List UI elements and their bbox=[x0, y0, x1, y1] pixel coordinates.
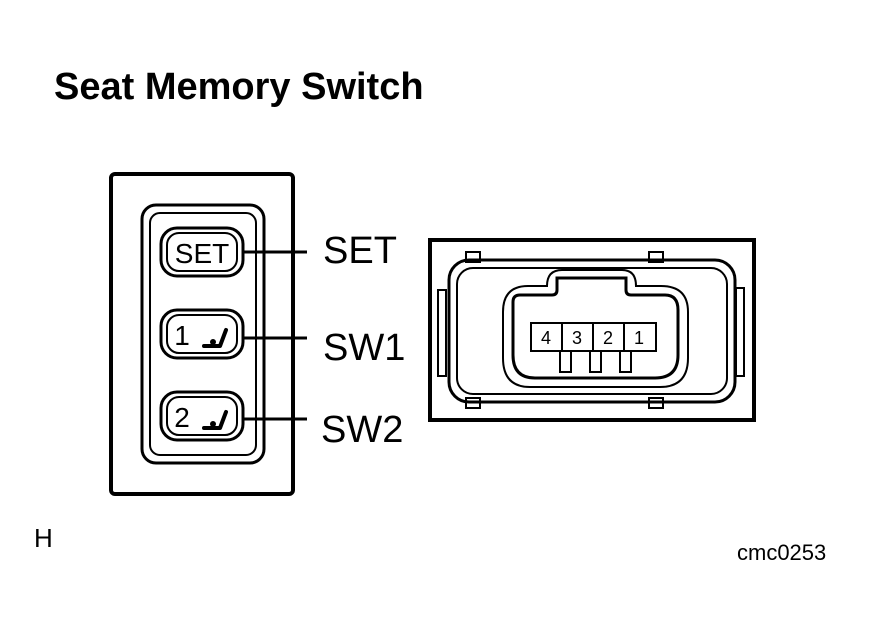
switch-housing bbox=[109, 172, 295, 496]
pin-label: 1 bbox=[634, 328, 644, 348]
sw1-button: 1 bbox=[159, 308, 245, 360]
set-callout: SET bbox=[323, 230, 397, 272]
set-button: SET bbox=[159, 226, 245, 278]
corner-code-left: H bbox=[34, 523, 53, 553]
sw2-button: 2 bbox=[159, 390, 245, 442]
pin-label: 3 bbox=[572, 328, 582, 348]
sw2-callout: SW2 bbox=[321, 409, 403, 451]
seat-icon bbox=[202, 328, 228, 348]
diagram-title: Seat Memory Switch bbox=[54, 66, 424, 108]
figure-code: cmc0253 bbox=[737, 540, 827, 565]
pin-label: 4 bbox=[541, 328, 551, 348]
seat-icon bbox=[202, 410, 228, 430]
sw1-callout: SW1 bbox=[323, 327, 405, 369]
sw2-button-label: 2 bbox=[174, 402, 190, 433]
pin-label: 2 bbox=[603, 328, 613, 348]
sw1-button-label: 1 bbox=[174, 320, 190, 351]
connector: 4 3 2 1 bbox=[428, 238, 756, 422]
set-button-label: SET bbox=[175, 238, 229, 269]
